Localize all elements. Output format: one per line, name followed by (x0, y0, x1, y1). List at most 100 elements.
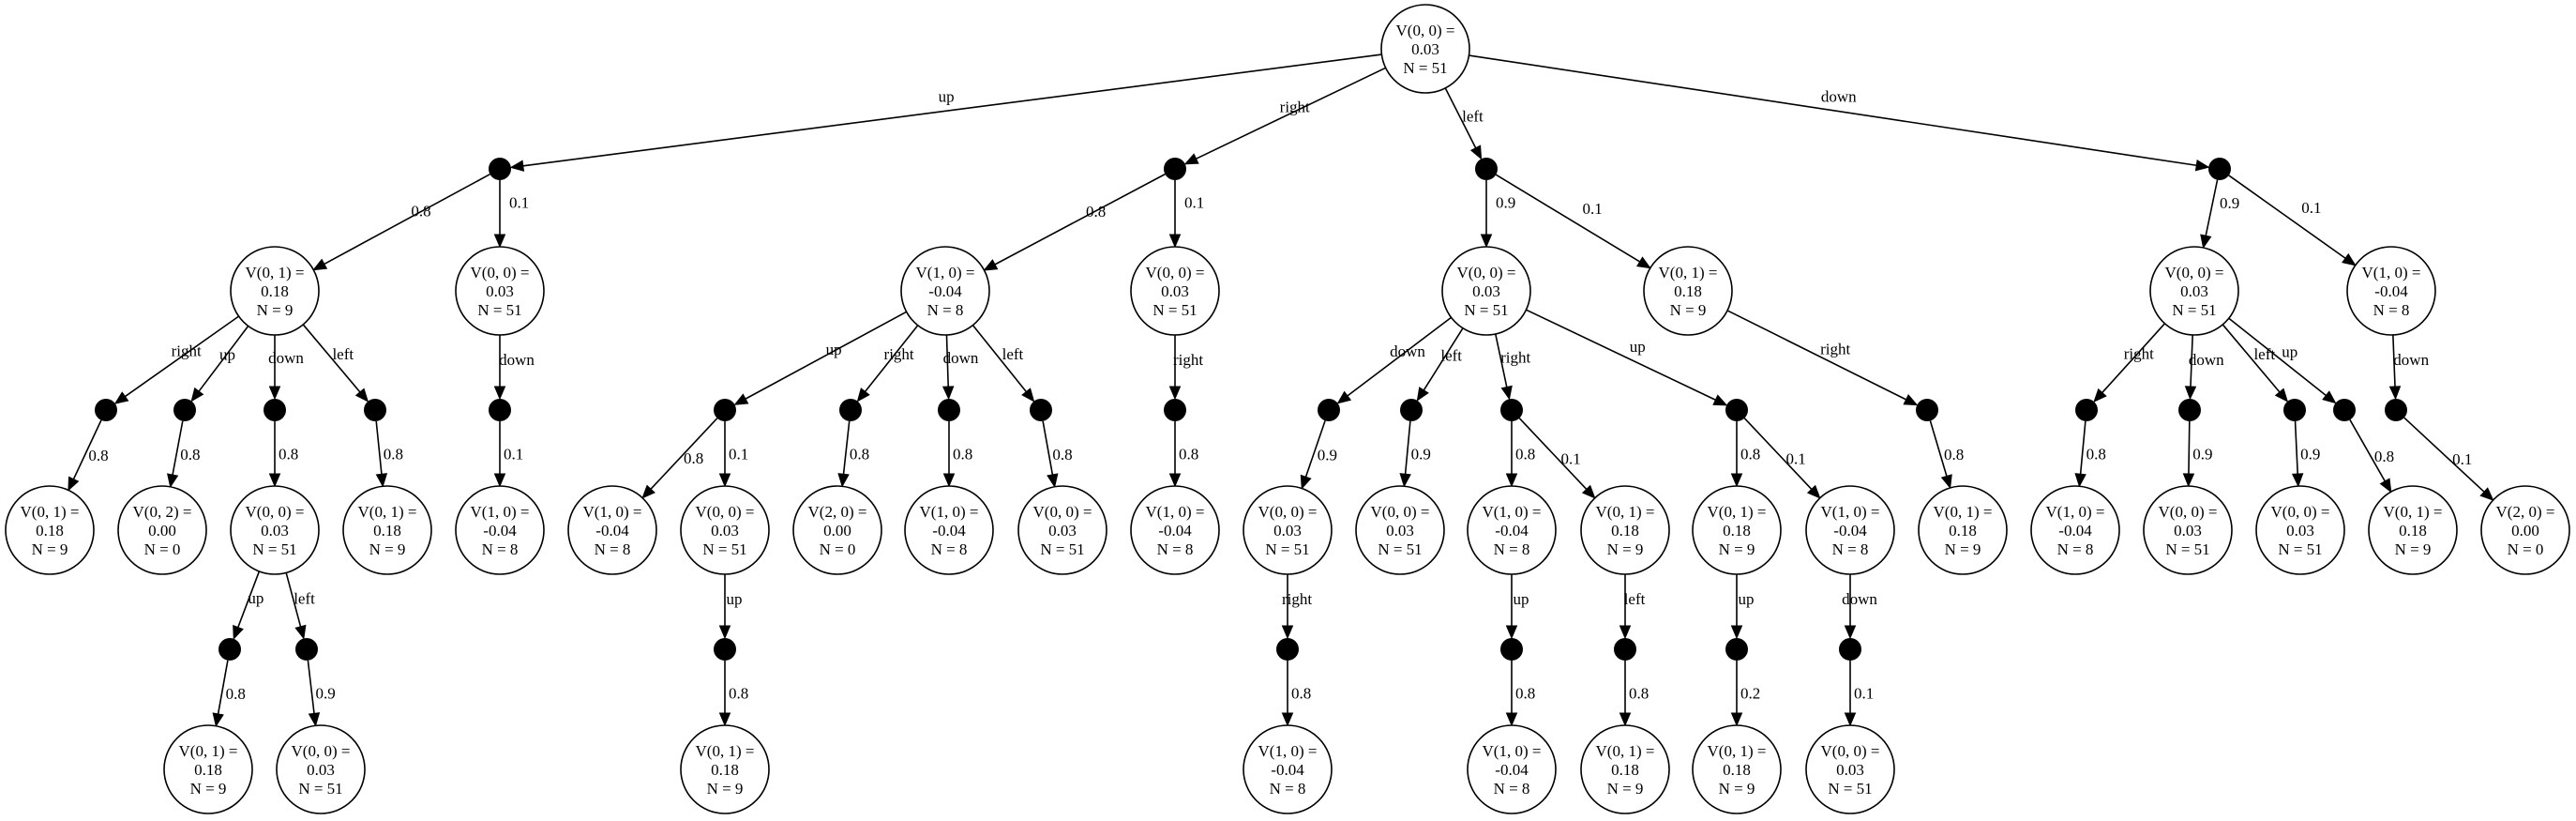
arrowhead (942, 473, 956, 488)
edge-c25-to-t20: 0.9 (2182, 420, 2213, 488)
state-label: V(1, 0) = (471, 503, 530, 521)
chance-node (95, 399, 117, 421)
state-node-circle (1580, 485, 1670, 575)
state-visit-count: N = 8 (1494, 540, 1530, 558)
state-visit-count: N = 51 (1152, 301, 1197, 319)
edge-c_up-to-s2: 0.1 (493, 180, 529, 249)
action-label: right (884, 345, 914, 363)
chance-node (2333, 399, 2356, 421)
edge-c11-to-t3: 0.8 (268, 421, 298, 488)
arrowhead (942, 386, 955, 401)
state-node-circle (1643, 246, 1733, 336)
probability-label: 0.8 (411, 203, 430, 220)
edge-line (2228, 317, 2327, 397)
state-node: V(0, 0) =0.03N = 51 (276, 724, 366, 814)
arrowhead (1505, 712, 1518, 727)
arrowhead (1480, 234, 1493, 249)
state-node-circle (1355, 485, 1445, 575)
probability-label: 0.8 (2374, 448, 2394, 465)
arrowhead (837, 473, 850, 488)
edge-s1-to-c12: left (302, 324, 369, 403)
state-value: 0.03 (1411, 40, 1439, 58)
state-visit-count: N = 0 (820, 540, 856, 558)
state-value: -0.04 (1158, 522, 1192, 540)
state-visit-count: N = 8 (2373, 301, 2410, 319)
probability-label: 0.8 (953, 446, 972, 464)
arrowhead (2322, 390, 2337, 404)
edge-line (1929, 420, 1948, 477)
state-node: V(0, 0) =0.03N = 51 (1380, 4, 1470, 94)
arrowhead (2479, 487, 2494, 501)
action-label: left (2253, 345, 2275, 363)
edge-line (324, 174, 490, 266)
state-node: V(0, 0) =0.03N = 51 (2149, 246, 2239, 336)
state-node: V(0, 1) =0.18N = 9 (342, 485, 432, 575)
state-value: 0.03 (711, 522, 739, 540)
state-value: 0.18 (1611, 761, 1639, 779)
state-value: 0.18 (1611, 522, 1639, 540)
state-node-circle (1805, 724, 1895, 814)
state-visit-count: N = 9 (257, 301, 294, 319)
state-label: V(0, 1) = (696, 742, 755, 760)
edge-s1-to-c9: right (113, 315, 240, 404)
edge-s6-to-c23: right (1726, 310, 1919, 406)
state-label: V(1, 0) = (1483, 742, 1542, 760)
probability-label: 0.1 (729, 446, 748, 464)
state-label: V(0, 0) = (1821, 742, 1880, 760)
arrowhead (733, 393, 749, 405)
arrowhead (1903, 394, 1919, 406)
probability-label: 0.8 (850, 446, 869, 464)
state-label: V(0, 0) = (471, 264, 530, 281)
state-node-circle (1243, 485, 1333, 575)
action-label: right (1173, 351, 1203, 369)
edge-root-to-c_right: right (1183, 67, 1386, 165)
edge-c22-to-t16: 0.8 (1730, 421, 1760, 488)
arrowhead (493, 234, 506, 249)
edge-line (1444, 87, 1477, 149)
state-visit-count: N = 9 (1607, 780, 1644, 798)
probability-label: 0.8 (729, 685, 748, 703)
edge-line (945, 334, 950, 388)
state-visit-count: N = 9 (369, 540, 406, 558)
edge-line (650, 418, 718, 490)
state-visit-count: N = 9 (1607, 540, 1644, 558)
state-label: V(0, 1) = (1596, 742, 1655, 760)
state-node: V(0, 1) =0.18N = 9 (163, 724, 253, 814)
probability-label: 0.8 (384, 446, 403, 464)
state-value: 0.03 (1836, 761, 1864, 779)
state-label: V(0, 1) = (179, 742, 238, 760)
state-node-circle (1467, 485, 1557, 575)
state-node-circle (276, 724, 366, 814)
edge-s3-to-c15: right (856, 325, 919, 403)
state-value: 0.18 (1949, 522, 1977, 540)
edge-c10-to-t2: 0.8 (167, 420, 200, 489)
state-label: V(0, 1) = (1659, 264, 1718, 281)
state-value: 0.00 (148, 522, 176, 540)
edge-line (1469, 54, 2197, 167)
state-node-circle (117, 485, 207, 575)
arrowhead (167, 473, 179, 489)
probability-label: 0.9 (1318, 446, 1337, 464)
edge-line (2190, 334, 2193, 388)
edge-t15-to-c34: left (1619, 574, 1646, 640)
state-visit-count: N = 51 (2172, 301, 2216, 319)
edge-line (172, 420, 184, 476)
arrowhead (1281, 712, 1294, 727)
arrowhead (718, 712, 731, 727)
chance-node (1030, 399, 1052, 421)
edge-line (72, 419, 102, 480)
edge-line (2205, 179, 2219, 236)
state-visit-count: N = 51 (1378, 540, 1422, 558)
arrowhead (233, 624, 244, 640)
state-label: V(0, 1) = (1596, 503, 1655, 521)
chance-node (489, 399, 511, 421)
state-label: V(1, 0) = (1258, 742, 1318, 760)
state-label: V(0, 0) = (292, 742, 351, 760)
edge-c_right-to-s4: 0.1 (1168, 180, 1204, 249)
action-label: left (1002, 345, 1024, 363)
state-value: 0.18 (373, 522, 401, 540)
edge-line (2079, 420, 2086, 475)
chance-node (264, 399, 286, 421)
chance-node (364, 399, 386, 421)
